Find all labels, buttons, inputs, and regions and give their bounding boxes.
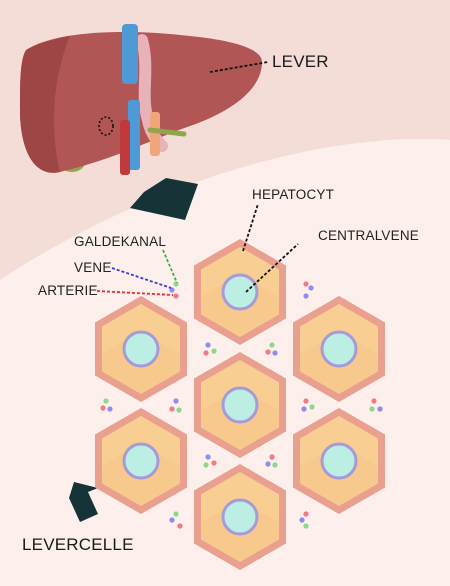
label-liver: LEVER (272, 52, 329, 71)
central-vein-leader (245, 243, 299, 293)
label-artery: ARTERIE (38, 283, 98, 298)
label-liver-cell: LEVERCELLE (22, 535, 134, 554)
vena-cava-top (122, 24, 138, 84)
liver-left-lobe-shade (20, 36, 70, 173)
hepatic-artery (120, 120, 130, 175)
vein-leader (111, 267, 172, 289)
bile-duct-leader (162, 249, 178, 284)
cystic-duct (147, 127, 187, 137)
leader-lines (96, 61, 299, 296)
label-vein: VENE (74, 260, 112, 275)
hepatocyte-leader (242, 203, 259, 252)
label-central-vein: CENTRALVENE (318, 228, 419, 243)
liver-illustration (20, 24, 262, 175)
portal-triads (100, 281, 383, 529)
portal-vein (128, 100, 140, 170)
zoom-marker (98, 116, 114, 136)
label-bile-duct: GALDEKANAL (74, 234, 166, 249)
zoom-arrow (130, 178, 198, 220)
bile-duct-tube (150, 112, 160, 156)
artery-leader (96, 290, 174, 296)
levercelle-arrow (69, 482, 98, 522)
label-hepatocyte: HEPATOCYT (252, 187, 334, 202)
